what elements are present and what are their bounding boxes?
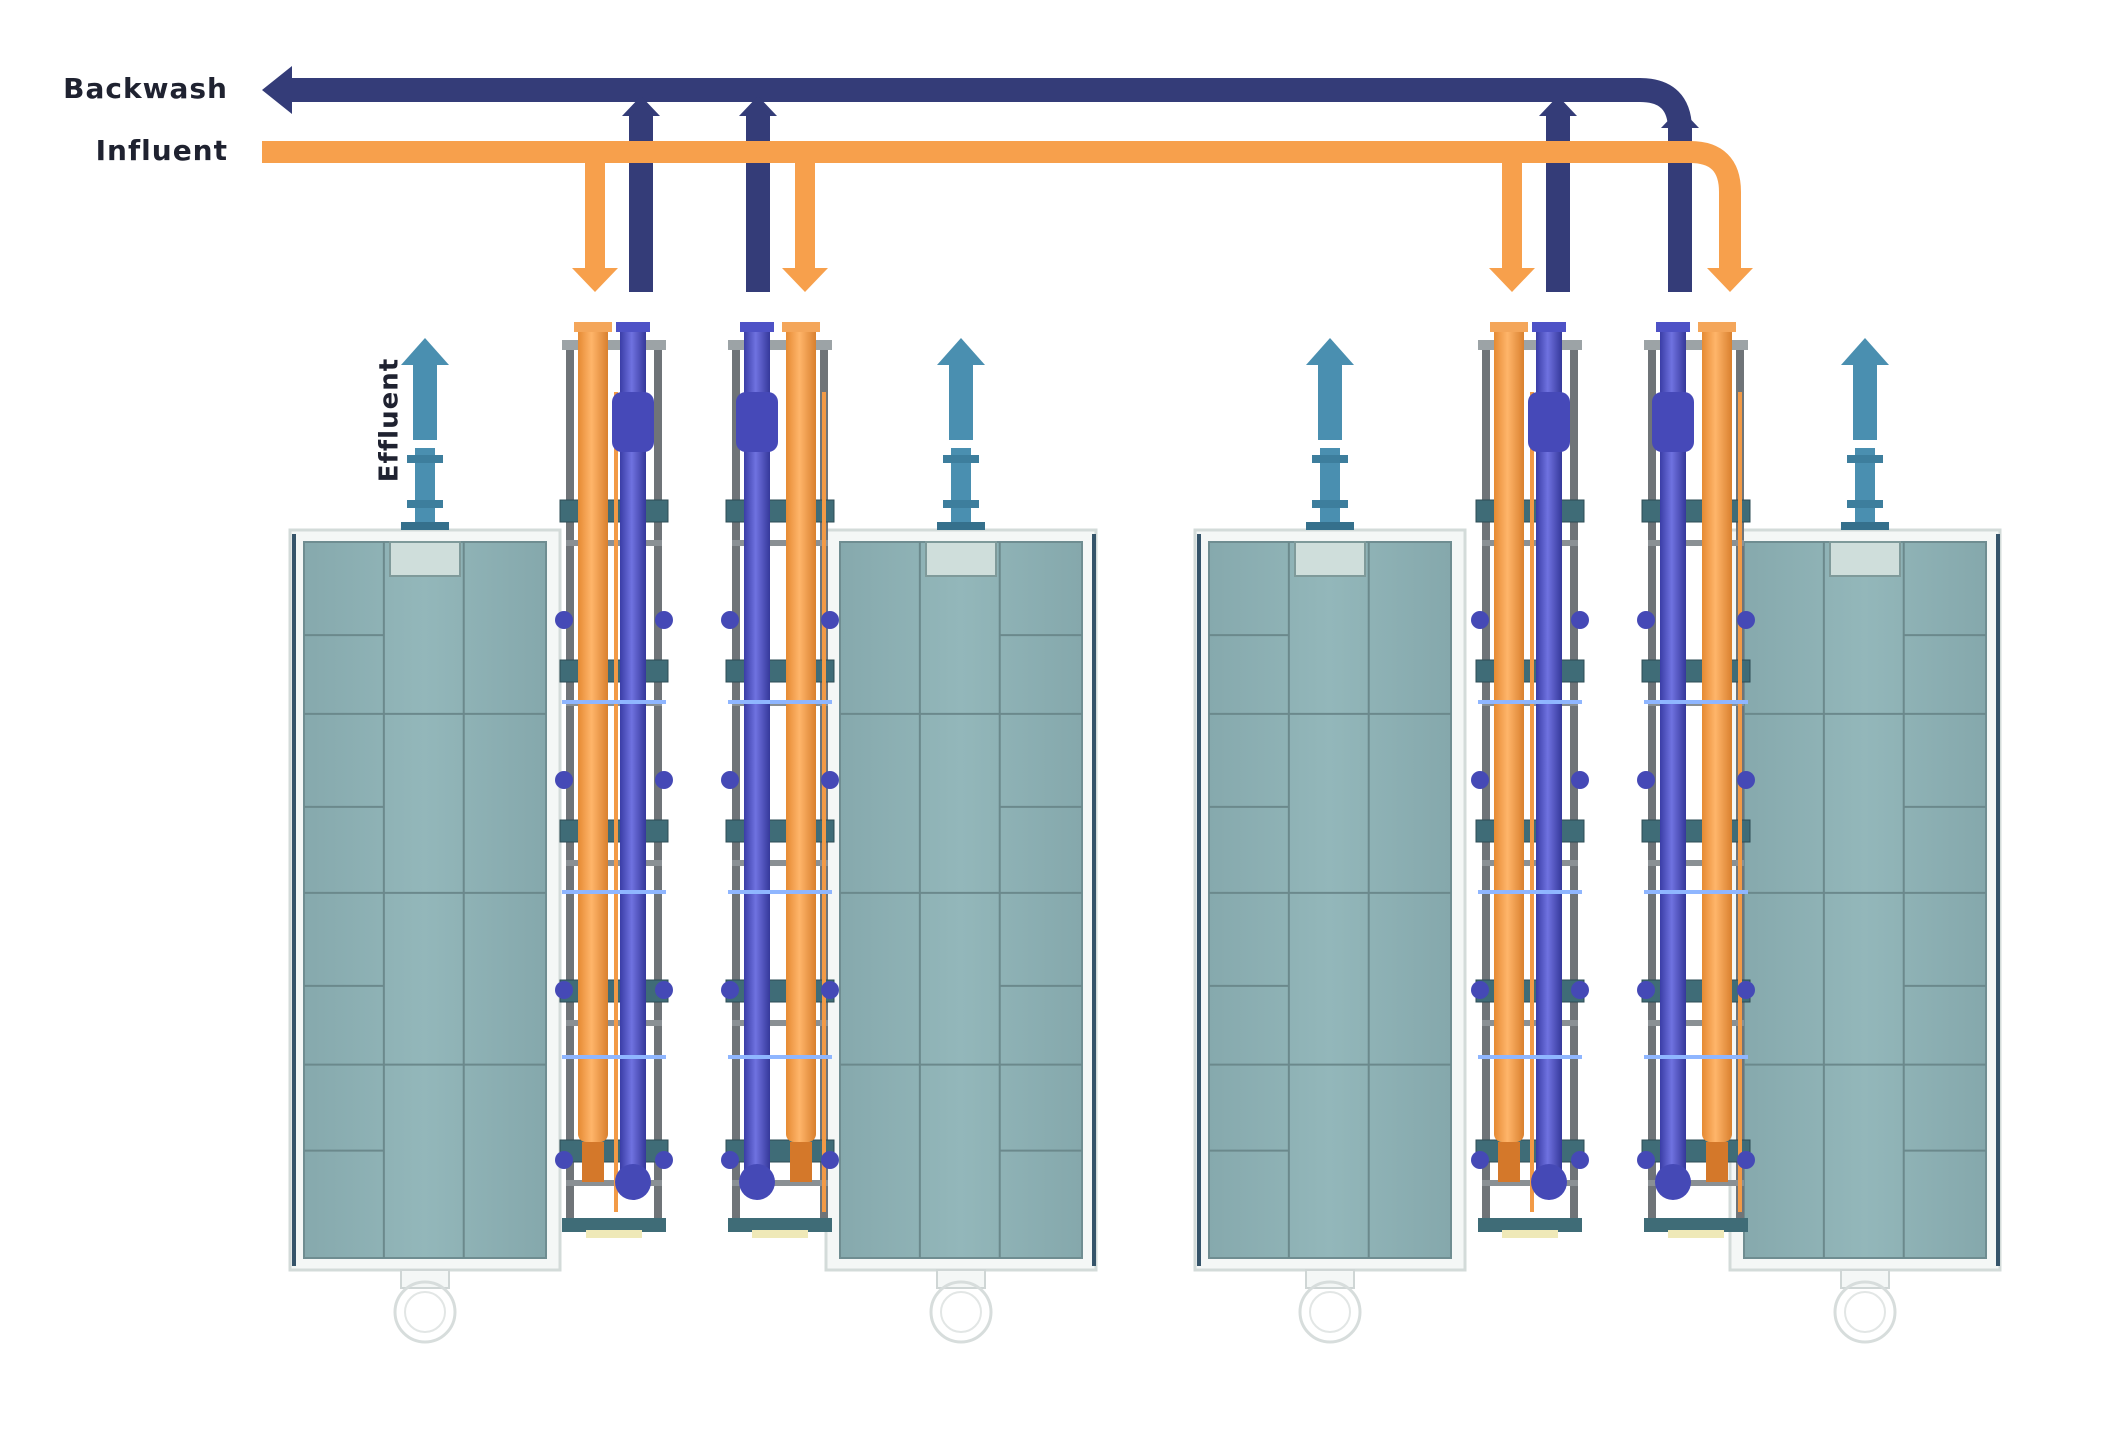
filter-tank: [288, 338, 562, 1344]
pipe-gallery: [555, 322, 673, 1238]
influent-pipe: [574, 322, 618, 1212]
backwash-pipe: [612, 322, 654, 1200]
pipe-gallery: [1637, 322, 1755, 1238]
filter-tank: [824, 338, 1098, 1344]
backwash-pipe: [1652, 322, 1694, 1200]
influent-arrow-icon: [572, 268, 618, 292]
filter-tank: [1728, 338, 2002, 1344]
backwash-label: Backwash: [63, 72, 228, 105]
influent-pipe: [1698, 322, 1742, 1212]
filter-tank: [1193, 338, 1467, 1344]
backwash-pipe: [1528, 322, 1570, 1200]
backwash-arrow-icon: [262, 66, 292, 114]
manway-icon: [1833, 1269, 1897, 1344]
filter-tanks: [288, 338, 2002, 1344]
influent-pipe: [1490, 322, 1534, 1212]
pipe-gallery: [1471, 322, 1589, 1238]
influent-pipe: [782, 322, 826, 1212]
effluent-arrow-icon: [1306, 338, 1354, 440]
effluent-label: Effluent: [375, 358, 405, 482]
backwash-header: [262, 66, 1699, 292]
pipe-galleries: [555, 322, 1755, 1238]
influent-label: Influent: [96, 134, 228, 167]
backwash-pipe: [736, 322, 778, 1200]
pipe-gallery: [721, 322, 839, 1238]
effluent-arrow-icon: [1841, 338, 1889, 440]
manway-icon: [393, 1269, 457, 1344]
manway-icon: [1298, 1269, 1362, 1344]
manway-icon: [929, 1269, 993, 1344]
effluent-arrow-icon: [937, 338, 985, 440]
influent-header: [262, 141, 1753, 292]
effluent-arrow-icon: [401, 338, 449, 440]
